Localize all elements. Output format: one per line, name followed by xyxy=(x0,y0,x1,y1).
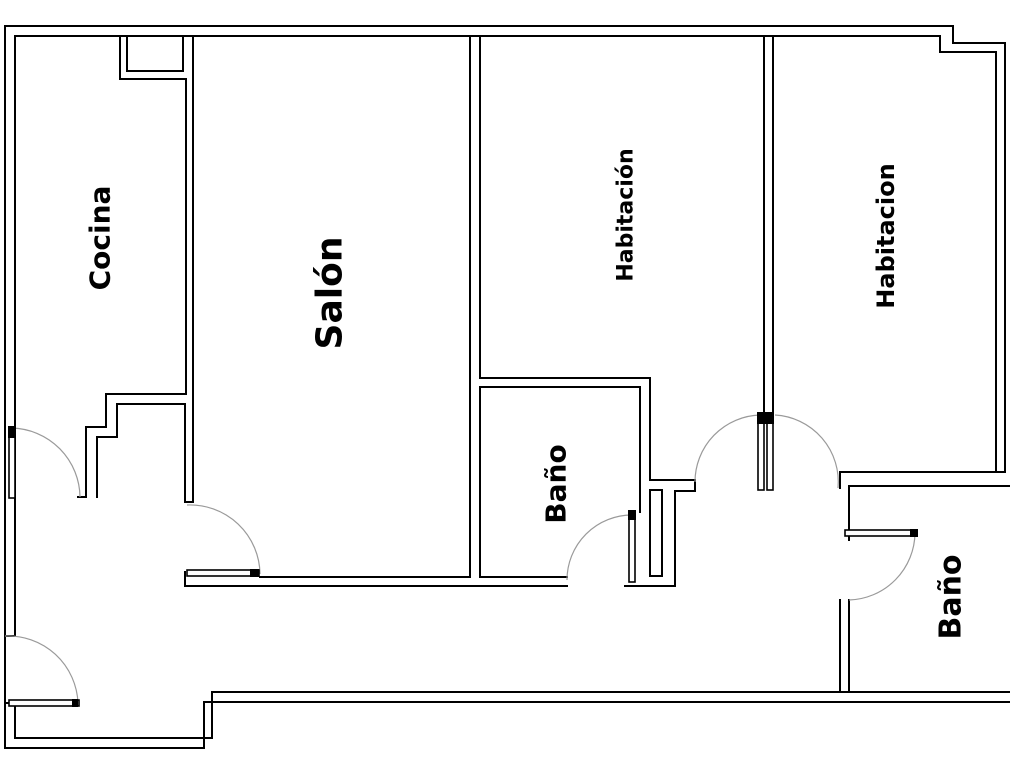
outer-wall-outline xyxy=(847,25,1006,473)
bano-2-door-swing xyxy=(848,532,916,601)
entrance-door-hinge xyxy=(72,699,78,707)
entrance-door-swing xyxy=(4,635,79,704)
kitchen-storage-wall xyxy=(77,35,187,498)
kitchen-door-hinge xyxy=(8,426,16,438)
habitacion-2-bottom-wall xyxy=(839,471,1006,489)
entrance-door-leaf xyxy=(8,699,80,707)
room-label-habitacion-1: Habitación xyxy=(614,148,639,281)
bano-door-leaf xyxy=(628,511,636,583)
habitacion-door-hinge xyxy=(757,412,774,424)
room-label-salon: Salón xyxy=(310,237,351,350)
bano-shaft xyxy=(649,489,663,577)
bano-2-door-leaf xyxy=(844,529,918,537)
outer-wall-inner-line xyxy=(14,35,997,637)
bano-left-enclosure xyxy=(479,386,641,578)
habitacion-1-door-swing xyxy=(694,414,761,483)
habitacion-2-door-leaf xyxy=(766,413,774,491)
room-label-bano-2: Baño xyxy=(934,554,969,639)
bano-2-top-wall xyxy=(848,485,1010,541)
kitchen-storage-box xyxy=(126,35,184,72)
room-labels: Cocina Salón Habitación Habitacion Baño … xyxy=(84,148,969,639)
habitacion-2-door-swing xyxy=(774,414,839,489)
room-label-cocina: Cocina xyxy=(84,186,117,291)
habitacion-1-door-leaf xyxy=(757,413,765,491)
outer-wall-bottom-outline xyxy=(4,701,1010,749)
kitchen-storage-wall-inner xyxy=(184,35,194,503)
kitchen-door-leaf xyxy=(8,427,16,499)
room-label-habitacion-2: Habitacion xyxy=(872,163,900,308)
doors xyxy=(4,412,918,707)
bano-2-left-wall-inner xyxy=(848,599,1010,693)
room-label-bano-1: Baño xyxy=(540,444,573,523)
kitchen-partition xyxy=(96,403,186,503)
bano-2-door-hinge xyxy=(910,529,918,537)
salon-right-wall xyxy=(259,35,471,578)
salon-door-swing xyxy=(186,504,261,575)
outer-wall-outline-top xyxy=(4,25,849,749)
salon-door-hinge xyxy=(250,569,259,577)
outer-wall-bottom-inner-line xyxy=(14,691,849,739)
salon-door-leaf xyxy=(186,569,260,577)
walls xyxy=(4,25,1010,749)
salon-bottom-wall xyxy=(184,571,568,587)
bano-door-swing xyxy=(566,514,633,581)
bano-door-hinge xyxy=(628,510,636,520)
kitchen-door-swing xyxy=(11,427,81,498)
